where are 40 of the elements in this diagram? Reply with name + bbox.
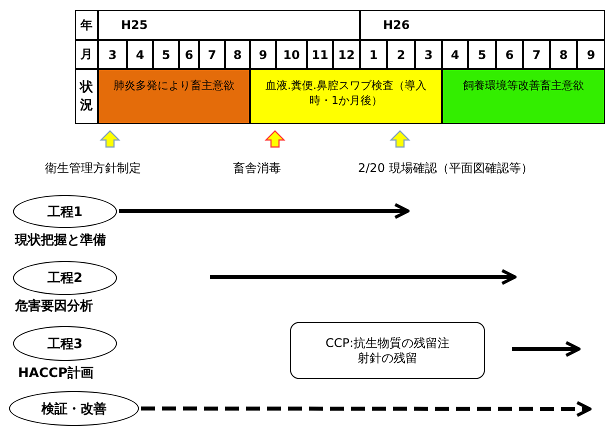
table-cell: 6 [179, 40, 199, 69]
process-caption: 危害要因分析 [15, 298, 93, 315]
process-ellipse: 工程1 [13, 195, 117, 228]
annotation-text: 衛生管理方針制定 [45, 160, 141, 177]
table-cell: 5 [468, 40, 496, 69]
table-cell: 6 [496, 40, 523, 69]
annotation-text: 畜舎消毒 [233, 160, 281, 177]
process-caption: HACCP計画 [18, 364, 94, 382]
process-ellipse: 工程3 [13, 326, 117, 361]
table-cell: 9 [250, 40, 276, 69]
table-cell: 4 [442, 40, 468, 69]
table-header-cell: 状況 [75, 69, 98, 124]
annotation-text: 2/20 現場確認（平面図確認等） [358, 160, 533, 177]
process-ellipse: 検証・改善 [9, 391, 139, 426]
status-bar: 肺炎多発により畜主意欲 [98, 69, 250, 124]
table-cell: 3 [415, 40, 442, 69]
table-cell: 9 [577, 40, 605, 69]
process-caption: 現状把握と準備 [15, 232, 106, 249]
table-cell: 2 [387, 40, 415, 69]
table-cell: 7 [523, 40, 550, 69]
table-cell: 10 [276, 40, 307, 69]
status-bar: 血液.糞便.鼻腔スワブ検査（導入時・1か月後） [250, 69, 442, 124]
process-ellipse: 工程2 [13, 261, 117, 295]
status-bar: 飼養環境等改善畜主意欲 [442, 69, 605, 124]
table-cell: 1 [360, 40, 387, 69]
table-cell: 3 [98, 40, 127, 69]
table-header-cell: 月 [75, 40, 98, 69]
table-cell: 4 [127, 40, 153, 69]
table-cell: H25 [98, 10, 360, 40]
table-header-cell: 年 [75, 10, 98, 40]
table-cell: H26 [360, 10, 605, 40]
table-cell: 7 [199, 40, 225, 69]
table-cell: 8 [550, 40, 577, 69]
note-box: CCP:抗生物質の残留注射針の残留 [290, 322, 485, 379]
arrow [141, 400, 592, 417]
table-cell: 12 [333, 40, 360, 69]
table-cell: 8 [225, 40, 250, 69]
table-cell: 5 [153, 40, 179, 69]
table-cell: 11 [307, 40, 333, 69]
arrow [119, 203, 410, 219]
